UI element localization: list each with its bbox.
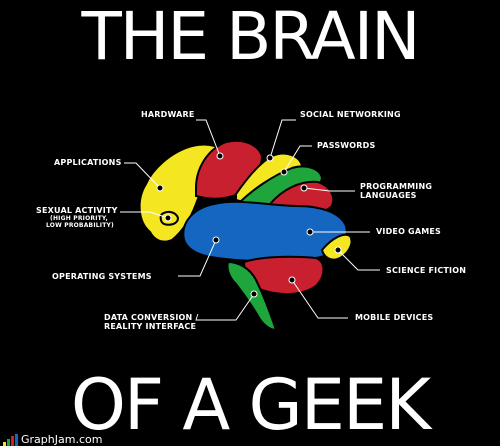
label-social-networking: SOCIAL NETWORKING xyxy=(300,110,401,119)
label-data-conversion-line-1: DATA CONVERSION / xyxy=(104,313,199,322)
label-data-conversion: DATA CONVERSION / REALITY INTERFACE xyxy=(104,313,199,331)
title-bottom: OF A GEEK xyxy=(70,364,431,446)
label-applications: APPLICATIONS xyxy=(54,158,122,167)
dot-operating-systems xyxy=(212,236,220,244)
graph-logo-icon xyxy=(3,434,18,446)
dot-programming xyxy=(300,184,308,192)
label-passwords: PASSWORDS xyxy=(317,141,376,150)
label-sexual-activity-main: SEXUAL ACTIVITY xyxy=(36,206,118,215)
dot-data-conversion xyxy=(250,290,258,298)
watermark: GraphJam.com xyxy=(3,432,102,446)
label-sexual-activity: SEXUAL ACTIVITY (HIGH PRIORITY, LOW PROB… xyxy=(36,206,118,229)
watermark-text: GraphJam.com xyxy=(21,433,103,446)
label-hardware: HARDWARE xyxy=(141,110,195,119)
label-programming-languages: PROGRAMMING LANGUAGES xyxy=(360,182,432,200)
leader-science-fiction xyxy=(337,249,380,271)
leader-passwords xyxy=(283,145,312,173)
leader-mobile-devices xyxy=(291,279,348,319)
dot-mobile-devices xyxy=(288,276,296,284)
title-top: THE BRAIN xyxy=(81,0,420,75)
dot-applications xyxy=(156,184,164,192)
dot-passwords xyxy=(280,168,288,176)
leader-programming xyxy=(303,187,355,192)
label-operating-systems: OPERATING SYSTEMS xyxy=(52,272,152,281)
label-programming-line-2: LANGUAGES xyxy=(360,191,417,200)
region-video-games xyxy=(182,200,348,263)
label-sexual-activity-sub-2: LOW PROBABILITY) xyxy=(46,222,114,229)
label-programming-line-1: PROGRAMMING xyxy=(360,182,433,191)
dot-video-games xyxy=(306,228,314,236)
leader-social-networking xyxy=(269,119,296,159)
dot-sexual-activity xyxy=(164,214,172,222)
dot-science-fiction xyxy=(334,246,342,254)
label-science-fiction: SCIENCE FICTION xyxy=(386,266,467,275)
leader-applications xyxy=(124,162,161,189)
leader-sexual-activity xyxy=(120,211,169,219)
label-video-games: VIDEO GAMES xyxy=(376,227,442,236)
leader-data-conversion xyxy=(196,293,255,321)
dot-hardware xyxy=(216,152,224,160)
leader-operating-systems xyxy=(178,239,217,277)
leader-hardware xyxy=(196,119,221,157)
label-data-conversion-line-2: REALITY INTERFACE xyxy=(104,322,197,331)
label-mobile-devices: MOBILE DEVICES xyxy=(355,313,434,322)
label-sexual-activity-sub-1: (HIGH PRIORITY, xyxy=(50,215,108,222)
dot-social-networking xyxy=(266,154,274,162)
